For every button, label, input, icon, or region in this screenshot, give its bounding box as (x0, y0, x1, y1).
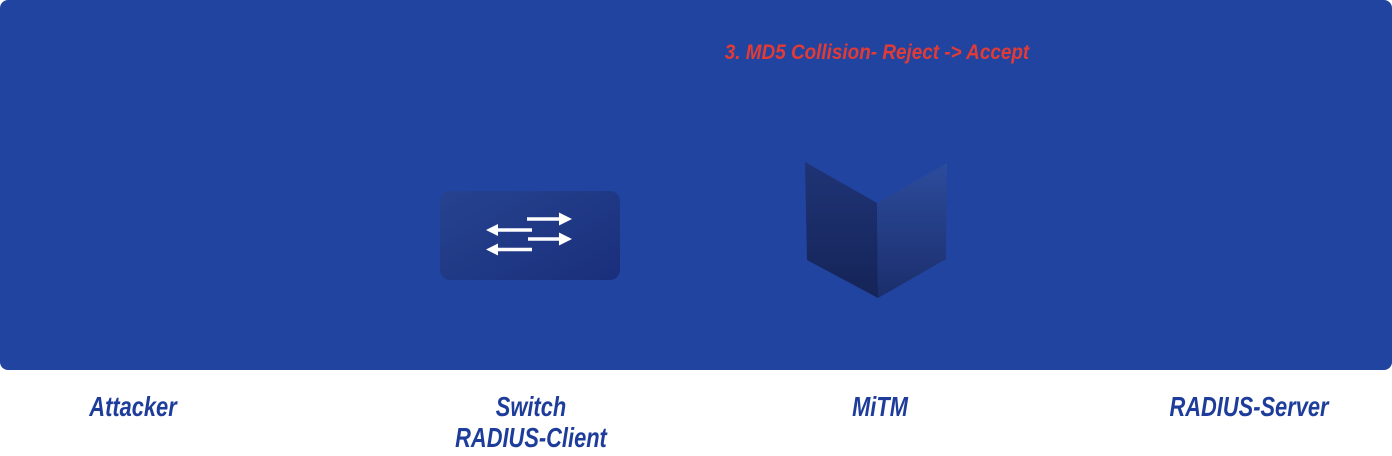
blue-panel (0, 0, 1392, 370)
label-attacker: Attacker (77, 391, 189, 422)
mitm-left-face (805, 162, 878, 298)
switch-arrows-graphic (486, 212, 572, 256)
label-radius-client-text: RADIUS-Client (455, 422, 607, 453)
label-switch-text: Switch (495, 391, 567, 422)
mitm-right-face (877, 163, 947, 298)
annotation-line2: Reject -> Accept (882, 41, 1030, 64)
label-mitm: MiTM (844, 391, 916, 422)
label-radius-server: RADIUS-Server (1147, 391, 1351, 422)
md5-collision-annotation: 3. MD5 Collision- Reject -> Accept (708, 37, 1046, 69)
label-mitm-text: MiTM (852, 391, 908, 422)
label-radius-server-text: RADIUS-Server (1169, 391, 1329, 422)
mitm-box-graphic (805, 162, 947, 298)
label-attacker-text: Attacker (89, 391, 177, 422)
label-switch-radius-client: Switch RADIUS-Client (434, 391, 628, 453)
annotation-line1: 3. MD5 Collision- (724, 41, 878, 64)
mitm-icon (800, 155, 952, 303)
switch-icon (440, 191, 620, 280)
